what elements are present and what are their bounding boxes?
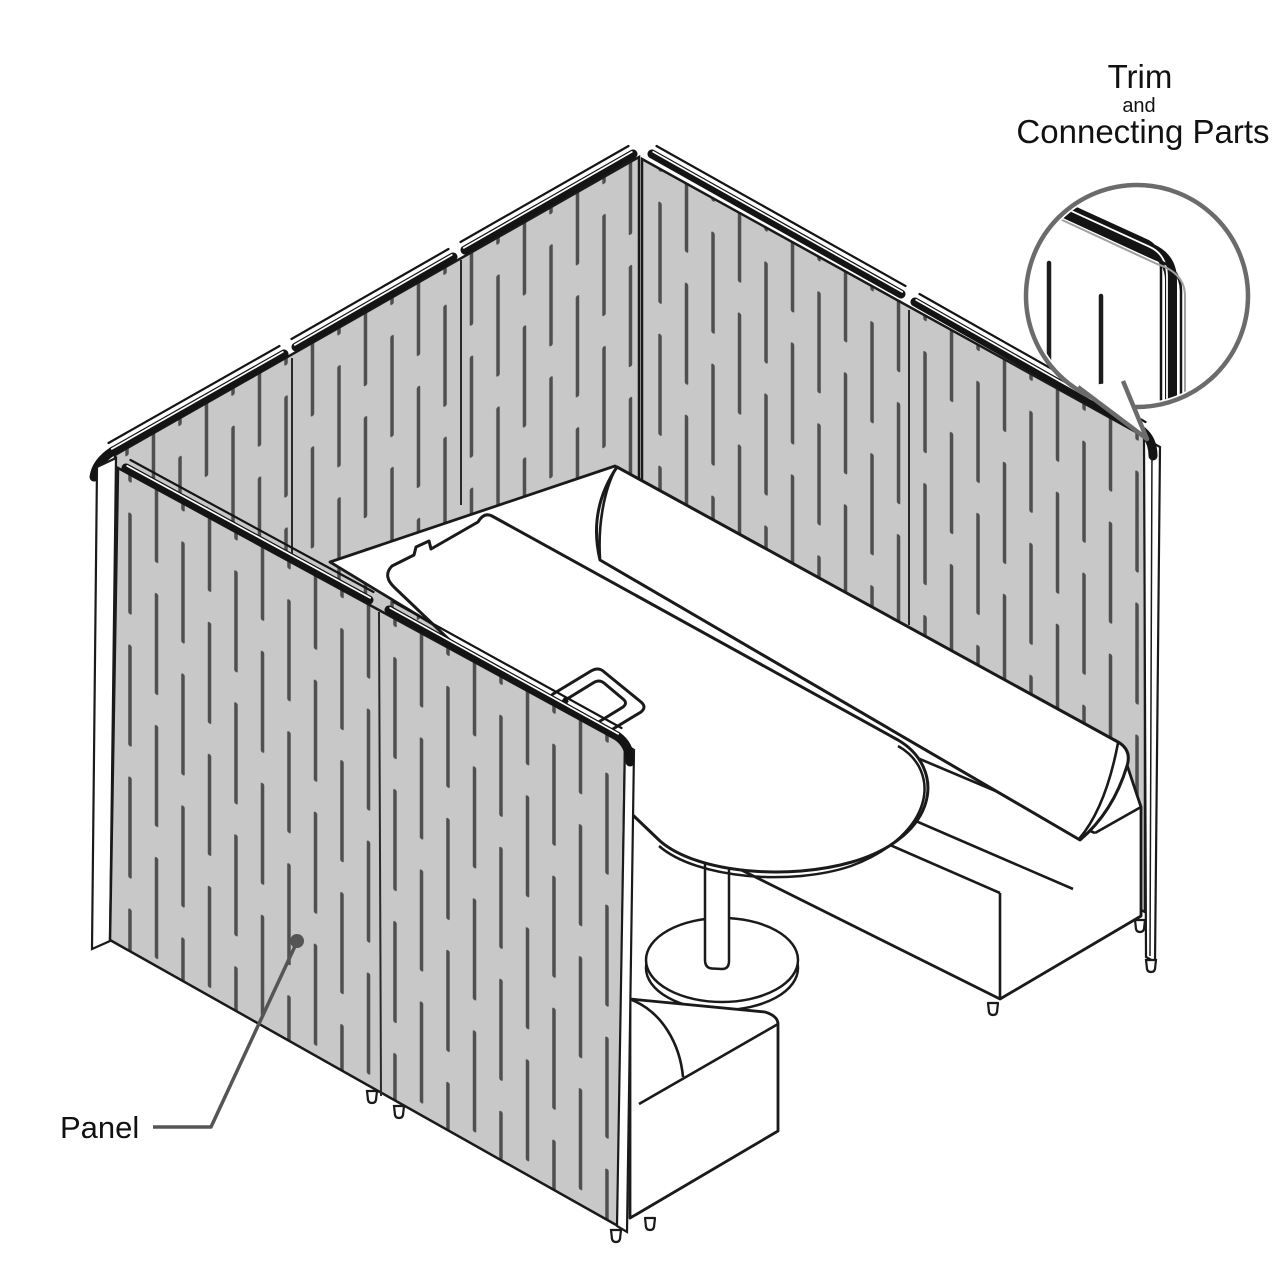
pedestal-base <box>644 850 800 1012</box>
panel-label: Panel <box>60 1110 139 1145</box>
leveling-foot <box>609 1228 623 1244</box>
magnifier-circle <box>1023 182 1251 410</box>
table-top <box>386 513 930 874</box>
leveling-foot <box>643 1216 657 1232</box>
trim-label-line1: Trim <box>1108 58 1173 95</box>
top-trim <box>121 458 635 767</box>
leveling-foot <box>1133 918 1147 934</box>
callout-tail-stroke <box>1076 380 1150 442</box>
bench-bolster <box>595 465 1130 842</box>
table-top-edge <box>658 744 926 879</box>
panel-seam <box>378 611 382 1097</box>
bolster-end <box>631 998 685 1078</box>
trim-label-line3: Connecting Parts <box>1016 113 1269 150</box>
pedestal-column <box>703 850 731 971</box>
trim-callout: Trim and Connecting Parts <box>1016 58 1270 442</box>
leveling-foot <box>986 1001 1000 1017</box>
trim-label-line2: and <box>1122 95 1155 117</box>
top-trim <box>89 144 638 482</box>
leveling-foot <box>392 1104 406 1120</box>
panel-callout: Panel <box>60 934 304 1145</box>
bench-left <box>628 997 780 1232</box>
leader-line <box>153 943 298 1129</box>
leader-dot <box>290 934 304 948</box>
leveling-foot <box>365 1089 379 1105</box>
leveling-foot <box>1144 958 1158 974</box>
table <box>386 513 930 1012</box>
front-wall-panels <box>90 456 636 1244</box>
